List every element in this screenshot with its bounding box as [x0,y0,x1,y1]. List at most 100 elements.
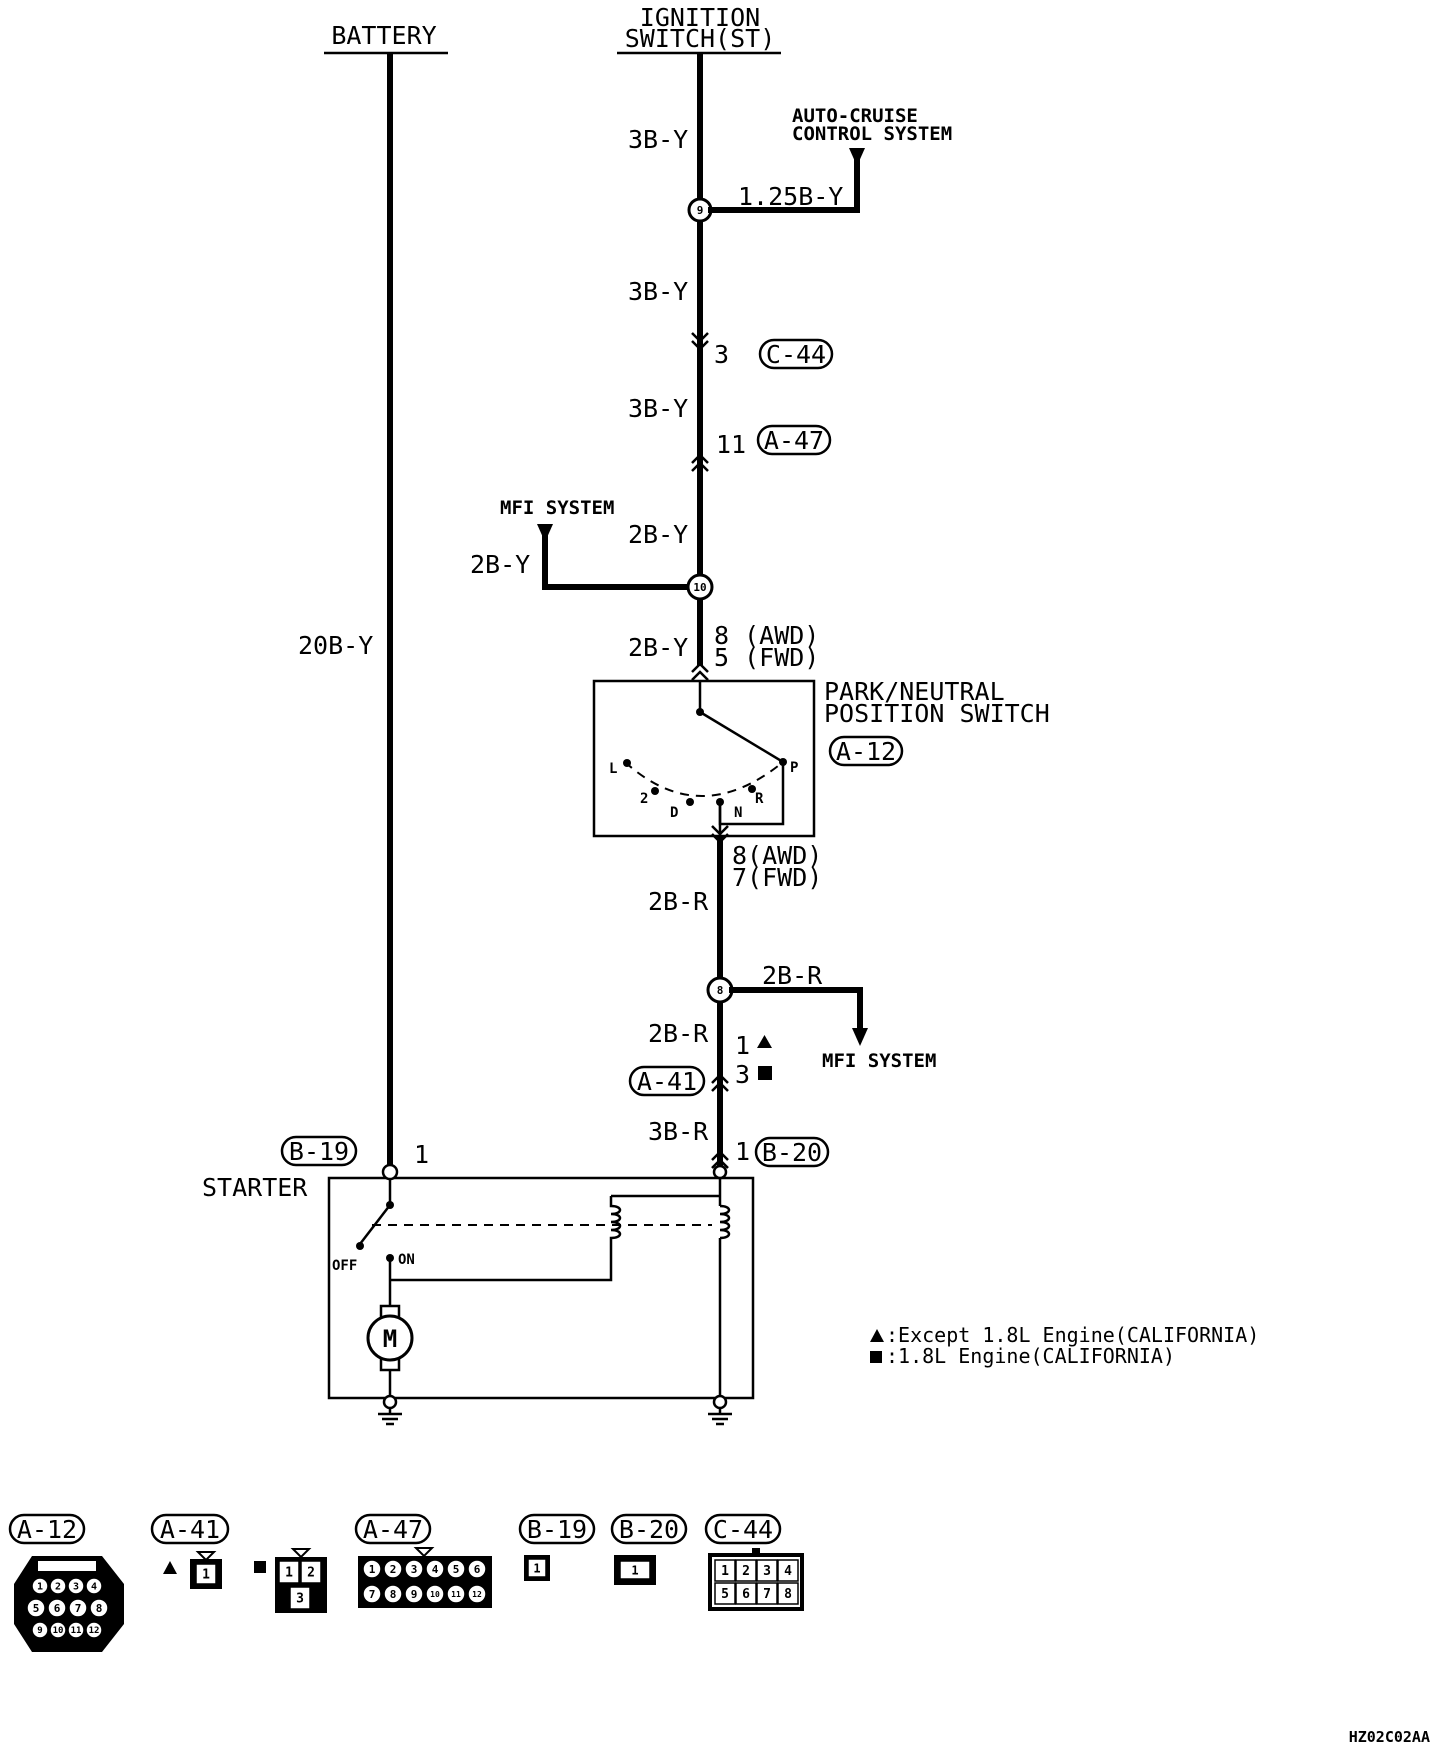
junction-8-label: 8 [717,984,724,997]
face-b20-badge [610,1513,688,1545]
pin-socket [735,1582,757,1605]
c44-ref: C-44 [766,340,826,369]
pin-number: 4 [784,1564,792,1579]
pin-socket [756,1559,778,1582]
to-pn-switch-wire-spec: 2B-Y [628,633,688,662]
pn-pos-n: N [734,805,742,821]
starter-terminal-1 [381,1163,399,1181]
pin-socket [49,1577,67,1595]
pin-socket [31,1577,49,1595]
pull-in-return-lead [390,1242,613,1282]
connector-face-b20: B-20 1 [610,1513,688,1585]
b19-ref: B-19 [289,1137,349,1166]
pin-socket [362,1559,382,1579]
pin-number: 4 [91,1582,97,1593]
junction-10-label: 10 [693,581,706,594]
a41-mark-icon-2 [711,1081,729,1092]
pin-socket [404,1559,424,1579]
pin-socket [735,1559,757,1582]
hold-in-coil-icon [719,1204,731,1240]
battery-source: BATTERY [324,21,448,55]
a47-connector-mark-icon-2 [691,461,709,472]
pin-number: 2 [307,1566,315,1581]
face-a12-title: A-12 [17,1515,77,1544]
park-neutral-switch: PARK/NEUTRAL POSITION SWITCH A-12 L 2 D … [592,677,1050,838]
pn-pos-l: L [609,761,617,777]
b20-ref: B-20 [762,1138,822,1167]
battery-wire-spec: 20B-Y [298,631,373,660]
pin-socket [756,1582,778,1605]
motor-label: M [383,1325,397,1353]
pin-number: 6 [54,1602,61,1615]
face-a41-except-pins: 1 [195,1563,217,1585]
pn-contact-d [686,798,694,806]
face-a47-key-icon [413,1547,435,1558]
a12-out-mark-icon [711,825,729,836]
mfi-system-top-label: MFI SYSTEM [500,497,614,519]
square-marker-icon [758,1066,772,1080]
cruise-arrow-icon [849,148,865,166]
c44-pin: 3 [714,340,729,369]
starter-feed-line: 8(AWD) 7(FWD) 2B-R 8 2B-R MFI SYSTEM 2B-… [628,825,936,1173]
pin-socket [467,1584,487,1604]
starter-feed-wire-spec: 3B-R [648,1117,709,1146]
pin-socket [777,1582,799,1605]
ign-wire-spec-mid: 3B-Y [628,277,688,306]
a12-ref-badge [828,735,904,767]
pin-number: 7 [763,1587,771,1602]
pin-socket [300,1560,322,1584]
face-c44-title: C-44 [713,1515,773,1544]
pn-switch-blade [699,710,784,764]
pin-socket [425,1584,445,1604]
b19-ref-badge [280,1135,358,1167]
junction-10 [686,573,714,601]
pin-number: 1 [369,1563,376,1576]
pin-socket [425,1559,445,1579]
pin-number: 1 [285,1566,293,1581]
a41-pin-cal: 3 [735,1060,750,1089]
pin-number: 7 [369,1588,376,1601]
pn-pos-r: R [755,791,764,807]
pin-socket [278,1560,300,1584]
c44-ref-badge [758,338,834,370]
pn-contact-l [623,759,631,767]
mfi-top-arrow-icon [537,524,553,542]
starter-terminal-2 [712,1164,728,1180]
pin-socket [714,1559,736,1582]
face-a41-square-icon [254,1561,266,1573]
mfi-branch-wire-spec: 2B-Y [470,550,530,579]
ignition-label-line1: IGNITION [640,3,760,32]
a47-ref-badge [756,424,832,456]
b19-pin: 1 [414,1140,429,1169]
a41-mark-icon [711,1073,729,1084]
starter-on-label: ON [398,1252,415,1268]
a47-connector-mark-icon [691,453,709,464]
a12-ref: A-12 [836,737,896,766]
pin-number: 6 [474,1563,481,1576]
pn-pos-d: D [670,805,678,821]
junction-9-label: 9 [697,204,704,217]
mfi-system-bottom-label: MFI SYSTEM [822,1050,936,1072]
pin-number: 1 [631,1563,638,1577]
pin-socket [289,1586,311,1610]
pin-number: 1 [721,1564,729,1579]
cruise-branch-wire [708,155,860,213]
pin-socket [47,1598,67,1618]
a41-ref: A-41 [637,1067,697,1096]
face-b19-title: B-19 [527,1515,587,1544]
battery-label: BATTERY [331,21,436,50]
triangle-marker-icon [757,1035,772,1048]
pin-number: 3 [411,1563,418,1576]
pin-socket [527,1558,547,1578]
a41-ref-badge [628,1065,706,1097]
pin-socket [195,1563,217,1585]
pin-number: 1 [37,1582,43,1593]
legend-triangle-text: :Except 1.8L Engine(CALIFORNIA) [886,1323,1259,1347]
pn-contact-r [748,785,756,793]
pn-pos-2: 2 [640,791,648,807]
